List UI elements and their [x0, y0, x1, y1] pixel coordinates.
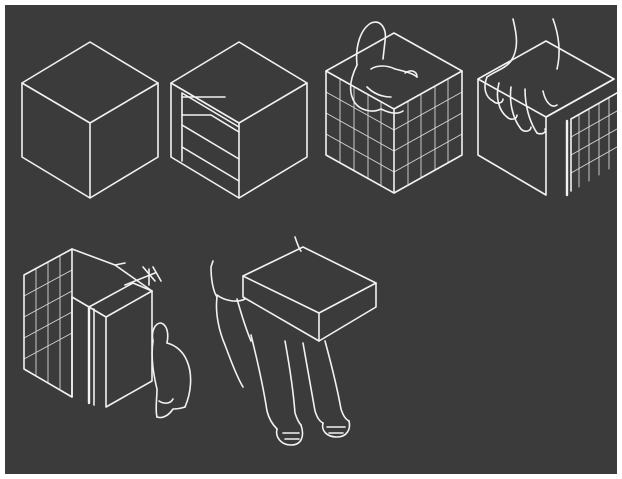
chalkboard-background — [5, 5, 617, 474]
illustration-canvas — [5, 5, 617, 474]
chalkboard-panel — [5, 5, 617, 474]
